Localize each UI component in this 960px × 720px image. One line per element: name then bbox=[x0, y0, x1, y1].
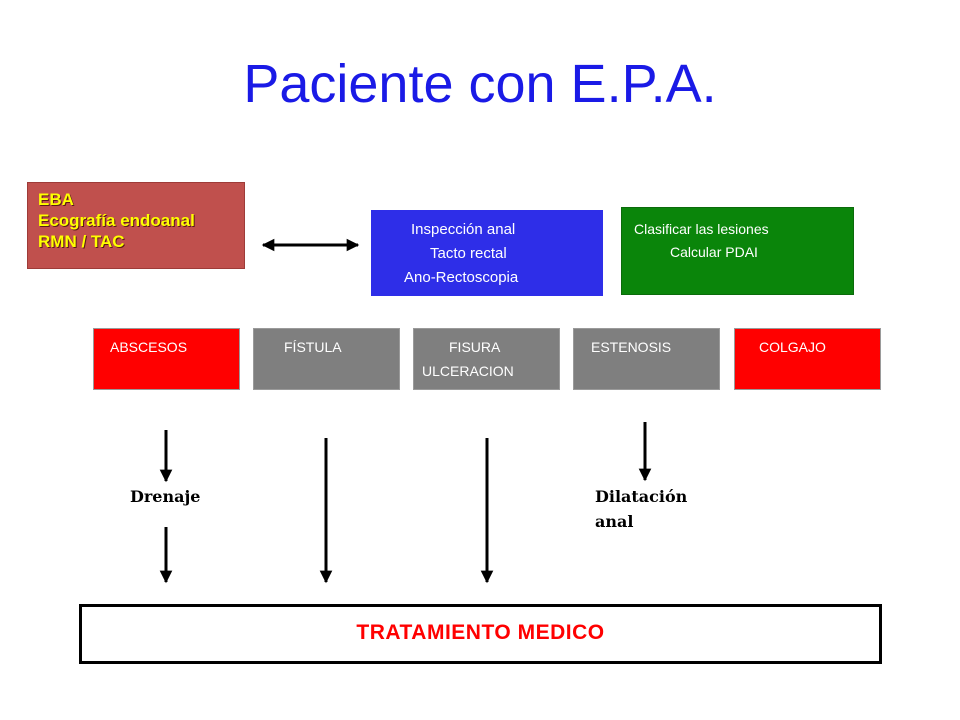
category-label: ABSCESOS bbox=[110, 339, 188, 355]
classify-box: Clasificar las lesiones Calcular PDAI bbox=[621, 207, 854, 295]
tratamiento-box: TRATAMIENTO MEDICO bbox=[79, 604, 882, 664]
category-colgajo: COLGAJO bbox=[734, 328, 881, 390]
inspeccion-line: Inspección anal bbox=[411, 221, 516, 238]
drenaje-label: Drenaje bbox=[130, 487, 201, 506]
dilatacion-label: Dilatación anal bbox=[595, 484, 687, 534]
category-label: FÍSTULA bbox=[284, 339, 342, 355]
rectoscopia-line: Ano-Rectoscopia bbox=[404, 269, 519, 286]
inspection-box: Inspección anal Tacto rectal Ano-Rectosc… bbox=[371, 210, 603, 296]
dilatacion-line: Dilatación bbox=[595, 487, 688, 506]
eba-line: EBA bbox=[38, 190, 74, 209]
tacto-line: Tacto rectal bbox=[430, 245, 507, 262]
category-label: COLGAJO bbox=[759, 339, 826, 355]
category-fisura: FISURA ULCERACION bbox=[413, 328, 560, 390]
clasificar-line: Clasificar las lesiones bbox=[634, 221, 769, 237]
pdai-line: Calcular PDAI bbox=[670, 244, 758, 260]
category-label: ESTENOSIS bbox=[591, 339, 672, 355]
eba-box: EBA Ecografía endoanal RMN / TAC bbox=[27, 182, 245, 269]
ecografia-line: Ecografía endoanal bbox=[38, 211, 195, 230]
rmn-tac-line: RMN / TAC bbox=[38, 232, 125, 251]
anal-line: anal bbox=[595, 512, 634, 531]
category-label: ULCERACION bbox=[422, 363, 514, 379]
tratamiento-label: TRATAMIENTO MEDICO bbox=[356, 621, 605, 644]
category-abscesos: ABSCESOS bbox=[93, 328, 240, 390]
category-estenosis: ESTENOSIS bbox=[573, 328, 720, 390]
category-fistula: FÍSTULA bbox=[253, 328, 400, 390]
page-title: Paciente con E.P.A. bbox=[243, 54, 717, 114]
category-label: FISURA bbox=[449, 339, 501, 355]
